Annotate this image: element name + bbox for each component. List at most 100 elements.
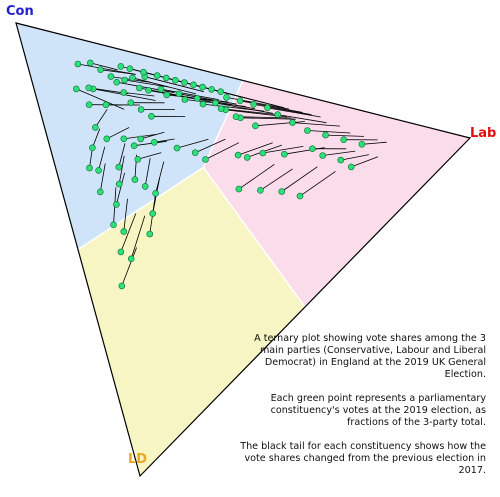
constituency-tail-47 [205,142,240,160]
constituency-point-45 [173,144,181,152]
constituency-point-89 [126,65,134,72]
constituency-point-73 [145,87,152,94]
constituency-point-21 [322,131,329,139]
constituency-point-11 [199,83,206,91]
constituency-point-30 [137,106,145,113]
constituency-point-6 [153,72,161,79]
constituency-point-74 [163,91,170,99]
constituency-tail-81 [340,154,369,161]
constituency-point-71 [134,156,142,163]
constituency-point-76 [199,100,207,108]
constituency-tail-27 [124,79,169,88]
constituency-tail-43 [92,128,101,148]
constituency-point-14 [223,94,230,101]
constituency-point-50 [278,188,286,195]
constituency-tail-5 [144,76,204,93]
constituency-tail-52 [262,146,304,154]
constituency-tail-35 [118,155,125,185]
constituency-tail-21 [325,134,364,137]
constituency-tail-63 [255,121,305,127]
constituency-tail-70 [134,140,167,147]
constituency-point-79 [309,145,316,152]
constituency-tail-51 [299,171,336,197]
constituency-point-26 [107,73,115,80]
constituency-point-29 [127,99,135,106]
constituency-point-35 [115,180,123,188]
constituency-point-27 [121,76,128,84]
constituency-tail-13 [220,91,285,109]
constituency-point-41 [118,282,126,290]
constituency-tail-40 [130,215,146,259]
constituency-point-67 [149,210,156,217]
constituency-tail-50 [281,166,318,192]
constituency-tail-86 [99,163,106,192]
constituency-tail-49 [260,168,293,191]
constituency-point-66 [152,190,159,197]
constituency-point-1 [73,85,80,93]
constituency-point-77 [217,105,225,112]
constituency-point-34 [115,163,123,171]
vertex-label-ld: LD [128,452,148,467]
caption-paragraph-2: Each green point represents a parliament… [270,393,486,428]
constituency-tail-41 [121,247,137,287]
constituency-point-25 [97,66,104,73]
constituency-tail-87 [106,127,130,140]
constituency-point-37 [110,221,117,229]
constituency-point-65 [141,183,149,190]
constituency-point-15 [236,97,244,105]
constituency-point-86 [97,188,104,196]
constituency-point-75 [181,96,189,103]
constituency-point-44 [92,124,99,131]
constituency-tail-18 [277,114,327,124]
constituency-point-87 [103,135,111,143]
chart-caption: A ternary plot showing vote shares among… [236,333,486,489]
triangle-outline [15,22,472,478]
constituency-point-28 [120,89,127,96]
constituency-tail-25 [100,69,136,75]
constituency-point-72 [136,84,143,92]
constituency-point-8 [172,76,179,84]
vertex-label-con: Con [6,4,34,19]
constituency-point-56 [85,84,92,92]
constituency-point-53 [280,150,288,158]
constituency-tail-48 [238,163,275,190]
constituency-tail-71 [137,152,162,160]
constituency-point-68 [146,230,154,238]
constituency-point-69 [120,135,128,143]
constituency-tail-46 [195,138,226,154]
constituency-point-81 [337,156,345,164]
constituency-point-82 [347,163,355,171]
vertex-label-lab: Lab [470,126,497,141]
constituency-tail-15 [240,100,303,113]
constituency-point-84 [234,151,242,159]
constituency-tail-36 [116,172,125,205]
constituency-tail-1 [76,88,125,110]
constituency-point-51 [296,192,304,200]
constituency-tail-44 [94,109,108,128]
constituency-tail-33 [154,138,175,143]
constituency-tail-65 [144,158,151,187]
constituency-point-42 [86,164,93,172]
constituency-tail-3 [116,81,175,94]
constituency-point-64 [131,176,139,183]
constituency-point-70 [130,142,138,149]
constituency-point-9 [181,79,188,86]
constituency-point-90 [140,68,147,76]
constituency-tail-38 [123,198,128,232]
constituency-tail-16 [253,103,312,116]
constituency-point-38 [120,228,128,235]
constituency-point-33 [151,139,158,146]
boundary-ld-con [77,166,204,251]
constituency-point-32 [137,135,144,143]
constituency-point-31 [148,113,155,120]
constituency-point-23 [358,141,366,148]
constituency-point-4 [129,74,136,82]
constituency-point-10 [190,81,197,89]
constituency-point-57 [157,85,165,93]
constituency-tail-34 [118,143,126,168]
constituency-point-20 [304,127,311,134]
constituency-tail-32 [140,131,165,140]
boundary-con-lab [202,80,244,168]
